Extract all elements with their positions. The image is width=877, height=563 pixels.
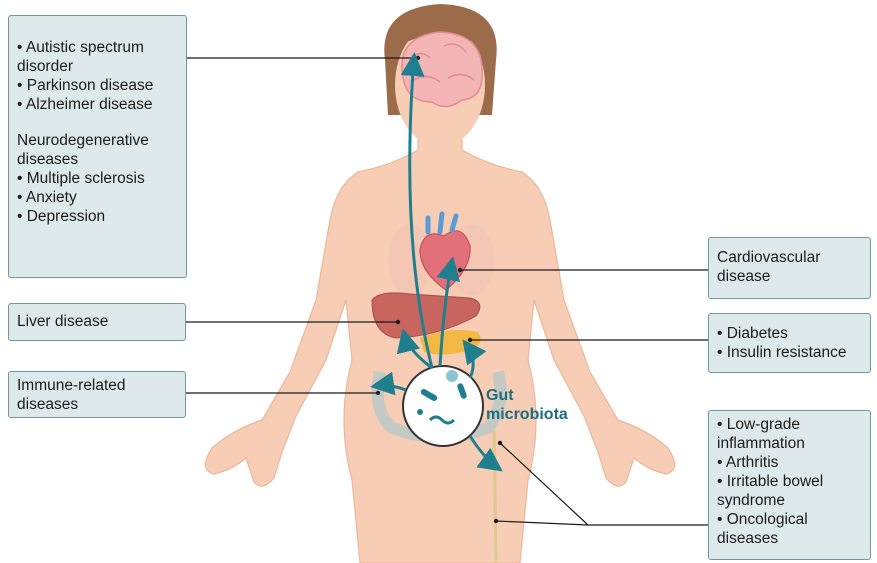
neuro-line-1: • Autistic spectrum (17, 38, 178, 57)
inflammation-box: • Low-grade inflammation • Arthritis • I… (708, 410, 871, 560)
neuro-line-2: disorder (17, 57, 178, 76)
metabolic-box: • Diabetes • Insulin resistance (708, 313, 871, 373)
inflammation-line-3: • Arthritis (717, 453, 862, 472)
neuro-line-6: diseases (17, 150, 178, 169)
gut-label-line-1: Gut (486, 386, 568, 405)
inflammation-line-4: • Irritable bowel (717, 472, 862, 491)
cardiovascular-box: Cardiovascular disease (708, 237, 871, 299)
inflammation-line-1: • Low-grade (717, 415, 862, 434)
inflammation-line-5: syndrome (717, 491, 862, 510)
inflammation-line-6: • Oncological (717, 510, 862, 529)
neuro-line-7: • Multiple sclerosis (17, 169, 178, 188)
neurological-box: • Autistic spectrum disorder • Parkinson… (8, 15, 187, 278)
liver-disease-box: Liver disease (8, 303, 186, 341)
neuro-line-5: Neurodegenerative (17, 131, 178, 150)
gut-microbiota-label: Gut microbiota (486, 386, 568, 424)
metabolic-line-1: • Diabetes (717, 324, 862, 343)
gut-label-line-2: microbiota (486, 405, 568, 424)
cardio-line-1: Cardiovascular (717, 248, 862, 267)
cardio-line-2: disease (717, 267, 862, 286)
metabolic-line-2: • Insulin resistance (717, 343, 862, 362)
immune-line-2: diseases (17, 395, 177, 414)
neuro-line-4: • Alzheimer disease (17, 95, 178, 114)
liver-line-1: Liver disease (17, 312, 177, 331)
neuro-line-8: • Anxiety (17, 188, 178, 207)
immune-box: Immune-related diseases (8, 371, 186, 418)
inflammation-line-2: inflammation (717, 434, 862, 453)
immune-line-1: Immune-related (17, 376, 177, 395)
neuro-line-3: • Parkinson disease (17, 76, 178, 95)
inflammation-line-7: diseases (717, 529, 862, 548)
neuro-line-9: • Depression (17, 207, 178, 226)
